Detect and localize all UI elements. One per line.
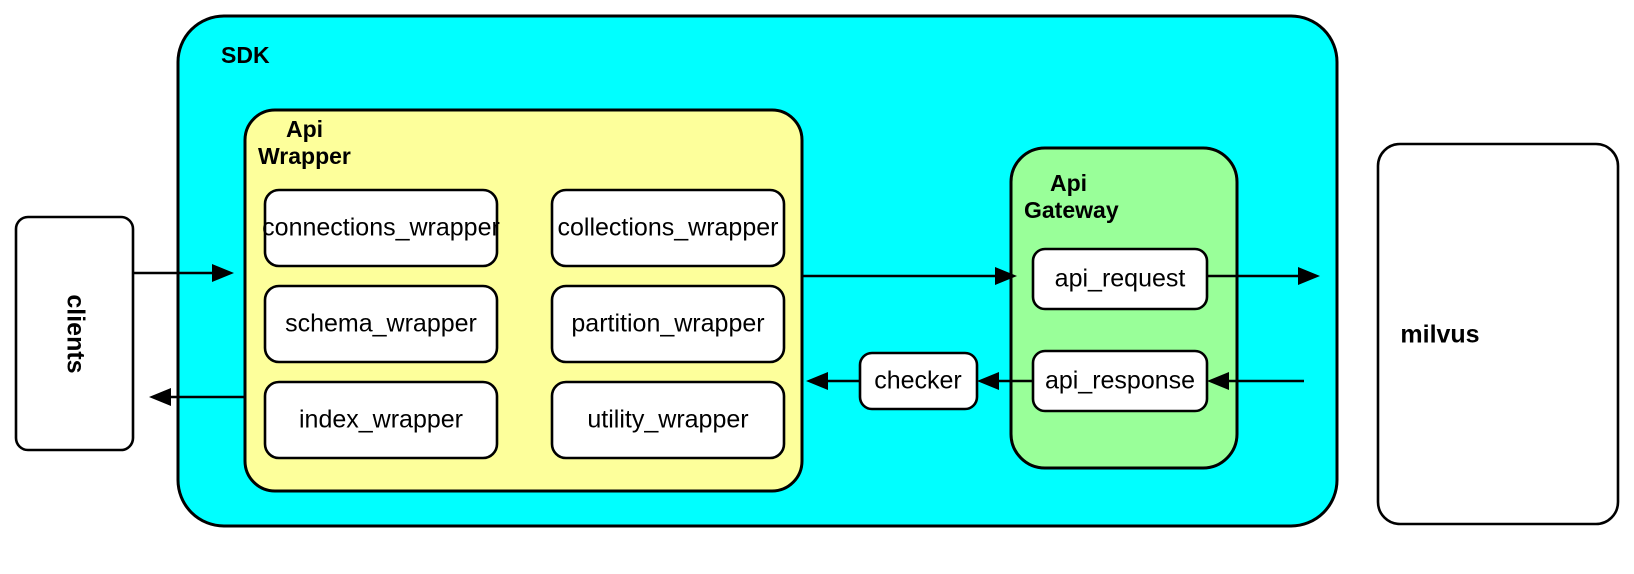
node-checker-label: checker xyxy=(874,367,962,395)
container-api-wrapper-label-line2: Wrapper xyxy=(258,143,351,169)
container-api-gateway-label-line1: Api xyxy=(1050,170,1087,196)
node-index-wrapper[interactable] xyxy=(263,380,499,460)
edge-clients-to-api-wrapper xyxy=(133,264,234,282)
edge-checker-to-api-wrapper xyxy=(806,372,860,390)
node-collections-wrapper[interactable] xyxy=(550,188,786,268)
node-api-request-label: api_request xyxy=(1055,265,1186,293)
node-milvus[interactable] xyxy=(1376,142,1620,526)
node-schema-wrapper-label: schema_wrapper xyxy=(285,310,477,338)
node-collections-wrapper-label: collections_wrapper xyxy=(558,214,779,242)
node-partition-wrapper-label: partition_wrapper xyxy=(571,310,764,338)
edge-api-wrapper-to-clients xyxy=(149,388,245,406)
node-clients[interactable] xyxy=(14,215,135,452)
container-sdk-label: SDK xyxy=(221,42,270,68)
node-index-wrapper-label: index_wrapper xyxy=(299,406,463,434)
edge-api-wrapper-to-api-request xyxy=(802,267,1017,285)
node-schema-wrapper[interactable] xyxy=(263,284,499,364)
container-api-gateway-label-line2: Gateway xyxy=(1024,197,1119,223)
edge-milvus-to-api-response xyxy=(1207,372,1304,390)
node-utility-wrapper-label: utility_wrapper xyxy=(587,406,748,434)
node-api-response-label: api_response xyxy=(1045,367,1195,395)
container-api-wrapper-label-line1: Api xyxy=(286,116,323,142)
node-api-request[interactable] xyxy=(1031,247,1209,311)
edge-api-request-to-milvus xyxy=(1207,267,1320,285)
node-connections-wrapper[interactable] xyxy=(263,188,499,268)
node-utility-wrapper[interactable] xyxy=(550,380,786,460)
node-connections-wrapper-label: connections_wrapper xyxy=(262,214,500,242)
node-milvus-label: milvus xyxy=(1400,321,1479,349)
node-clients-label: clients xyxy=(61,294,89,373)
edge-api-response-to-checker xyxy=(977,372,1033,390)
node-partition-wrapper[interactable] xyxy=(550,284,786,364)
